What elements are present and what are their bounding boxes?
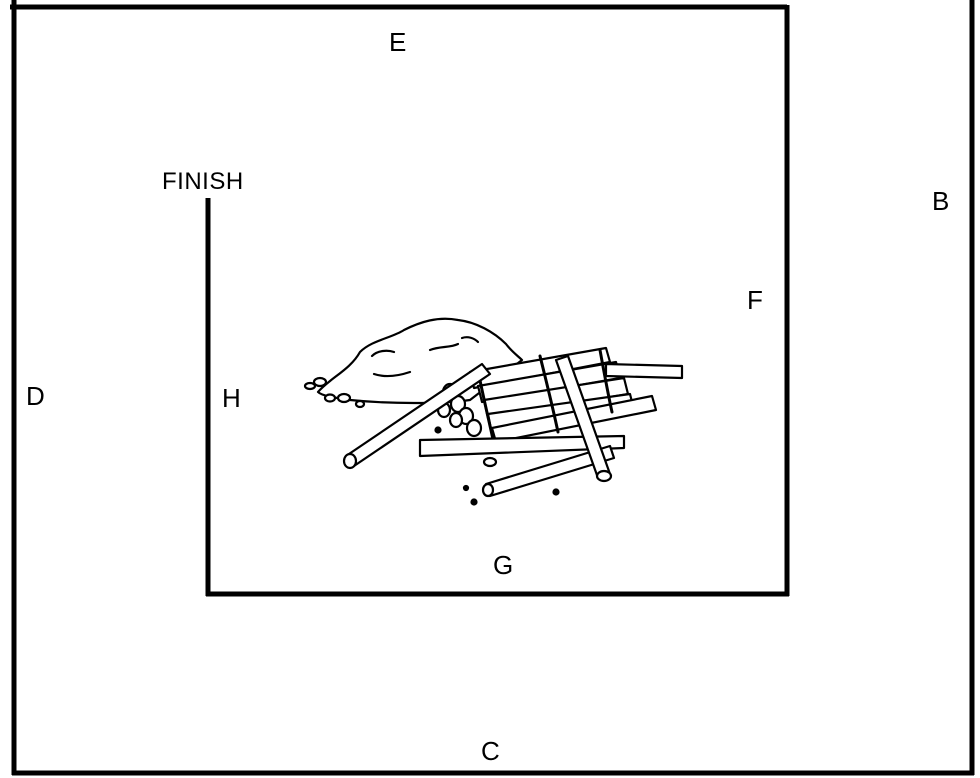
inner-course-path [10, 4, 790, 597]
label-e: E [389, 27, 407, 57]
outer-boundary [11, 0, 975, 776]
label-g: G [493, 550, 514, 580]
label-b: B [932, 186, 950, 216]
log-pile-and-dirt-mound-icon [303, 317, 684, 506]
label-h: H [222, 383, 241, 413]
label-c: C [481, 736, 500, 766]
label-f: F [747, 285, 763, 315]
finish-label: FINISH [162, 168, 244, 195]
label-d: D [26, 381, 45, 411]
